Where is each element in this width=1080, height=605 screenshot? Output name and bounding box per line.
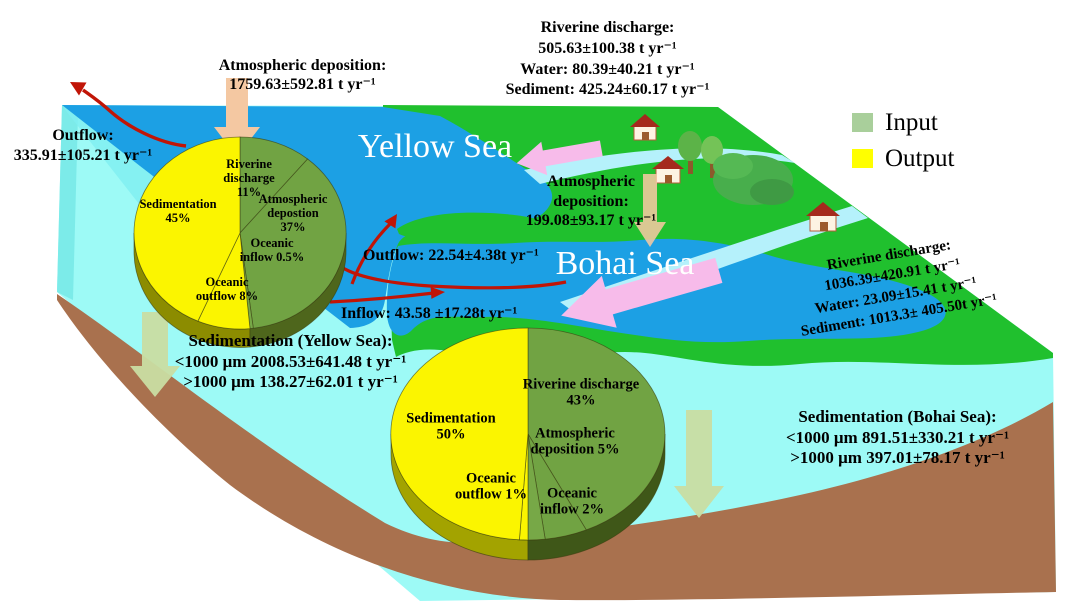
legend-output-row: Output xyxy=(852,146,954,171)
label-line: Atmospheric deposition: xyxy=(218,57,387,74)
label-line: discharge xyxy=(223,170,275,185)
atm-deposition-bohai-label: Atmospheric deposition: 199.08±93.17 t y… xyxy=(505,172,677,231)
outflow-arrow-yellow-sea xyxy=(70,82,187,148)
legend-input-row: Input xyxy=(852,110,954,135)
label-line: 199.08±93.17 t yr⁻¹ xyxy=(525,212,657,230)
legend-output-label: Output xyxy=(885,145,955,172)
label-line: 45% xyxy=(165,211,191,225)
label-line: inflow 2% xyxy=(539,502,605,518)
label-line: Oceanic xyxy=(547,485,597,502)
sedimentation-bohai-label: Sedimentation (Bohai Sea): <1000 μm 891.… xyxy=(745,407,1050,469)
label-line: Atmospheric xyxy=(535,425,615,442)
sedimentation-arrow-yellow-sea xyxy=(130,312,180,397)
label-line: depostion xyxy=(267,205,319,220)
label-line: Sedimentation (Yellow Sea): xyxy=(188,331,393,350)
label-line: Riverine discharge: xyxy=(540,19,675,36)
pie-bh-atmospheric-label: Atmospheric deposition 5% xyxy=(530,426,619,459)
pie-ys-atmospheric-label: Atmospheric depostion 37% xyxy=(259,192,328,234)
label-line: <1000 μm 891.51±330.21 t yr⁻¹ xyxy=(785,427,1010,447)
house-icon xyxy=(806,202,840,232)
pie-ys-slice-sedimentation xyxy=(133,136,241,322)
pie-bh-riverine-label: Riverine discharge 43% xyxy=(523,377,639,410)
sedimentation-yellow-sea-label: Sedimentation (Yellow Sea): <1000 μm 200… xyxy=(163,331,418,393)
label-line: Oceanic xyxy=(205,274,249,289)
atm-deposition-arrow-bohai xyxy=(634,174,666,247)
legend-input-label: Input xyxy=(885,109,938,136)
inflow-arrow-bohai xyxy=(329,286,445,304)
sedimentation-arrow-bohai xyxy=(674,410,724,518)
label-line: 43% xyxy=(566,393,596,409)
house-icon xyxy=(652,156,684,184)
label-line: 1759.63±592.81 t yr⁻¹ xyxy=(229,75,376,93)
riverine-discharge-yellow-sea-label: Riverine discharge: 505.63±100.38 t yr⁻¹… xyxy=(450,18,765,101)
tree-icon xyxy=(678,131,723,178)
riverine-arrow-bohai xyxy=(561,257,723,328)
house-icon xyxy=(630,114,660,141)
label-line: Atmospheric xyxy=(258,191,328,206)
peninsula-land xyxy=(397,212,547,241)
seafloor-sediment xyxy=(57,294,1056,601)
label-line: Outflow: xyxy=(52,127,114,144)
label-line: <1000 μm 2008.53±641.48 t yr⁻¹ xyxy=(174,351,407,371)
pie-bh-oceanic-outflow-label: Oceanic outflow 1% xyxy=(455,471,527,504)
pie-ys-oceanic-inflow-label: Oceanic inflow 0.5% xyxy=(240,236,305,264)
pie-ys-sedimentation-label: Sedimentation 45% xyxy=(139,197,216,225)
label-line: Oceanic xyxy=(466,470,516,487)
label-line: Sedimentation xyxy=(139,196,217,211)
riverine-arrow-yellow-sea xyxy=(516,140,603,176)
label-line: Oceanic xyxy=(250,235,294,250)
label-line: deposition: xyxy=(553,192,629,210)
label-line: deposition 5% xyxy=(530,442,620,458)
outflow-bohai-label: Outflow: 22.54±4.38t yr⁻¹ xyxy=(363,247,539,264)
pie-ys-slice-riverine xyxy=(239,136,309,235)
pie-ys-oceanic-outflow-label: Oceanic outflow 8% xyxy=(196,275,258,303)
pie-bh-oceanic-inflow-label: Oceanic inflow 2% xyxy=(540,486,604,519)
label-line: outflow 1% xyxy=(454,487,528,503)
pie-ys-slice-atmospheric xyxy=(239,158,347,329)
label-line: Riverine xyxy=(226,156,272,171)
yellow-sea-name: Yellow Sea xyxy=(357,128,513,165)
inflow-bohai-label: Inflow: 43.58 ±17.28t yr⁻¹ xyxy=(341,305,518,322)
pie-bh-slice-sedimentation xyxy=(390,327,529,541)
label-line: >1000 μm 397.01±78.17 t yr⁻¹ xyxy=(790,448,1005,468)
label-line: 37% xyxy=(280,220,306,235)
label-line: Atmospheric xyxy=(547,173,635,190)
label-line: 50% xyxy=(436,427,466,443)
pie-ys-riverine-label: Riverine discharge 11% xyxy=(223,157,274,199)
pie-bh-sedimentation-label: Sedimentation 50% xyxy=(406,411,495,444)
outflow-arrow-bohai-up xyxy=(350,214,397,285)
legend: Input Output xyxy=(852,110,954,182)
forest-icon xyxy=(713,153,794,205)
label-line: 335.91±105.21 t yr⁻¹ xyxy=(13,146,153,164)
label-line: inflow 0.5% xyxy=(239,250,305,264)
label-line: >1000 μm 138.27±62.01 t yr⁻¹ xyxy=(183,372,398,392)
label-line: Sedimentation (Bohai Sea): xyxy=(798,407,997,426)
output-swatch-icon xyxy=(852,149,873,168)
label-line: Sedimentation xyxy=(406,410,496,427)
outflow-yellow-sea-label: Outflow: 335.91±105.21 t yr⁻¹ xyxy=(0,126,168,165)
pie-bh-slice-riverine xyxy=(527,327,666,531)
input-swatch-icon xyxy=(852,113,873,132)
label-line: Water: 80.39±40.21 t yr⁻¹ xyxy=(520,60,695,78)
label-line: 11% xyxy=(236,185,262,200)
atm-deposition-yellow-sea-label: Atmospheric deposition: 1759.63±592.81 t… xyxy=(205,57,400,95)
pie-chart-bohai xyxy=(390,327,666,561)
label-line: Riverine discharge xyxy=(522,376,640,393)
pie-chart-yellow-sea xyxy=(133,136,347,348)
block-left-edge xyxy=(57,105,78,300)
label-line: 505.63±100.38 t yr⁻¹ xyxy=(538,39,677,57)
bohai-sea-name: Bohai Sea xyxy=(555,245,695,282)
label-line: outflow 8% xyxy=(195,289,259,303)
label-line: Sediment: 425.24±60.17 t yr⁻¹ xyxy=(505,81,710,99)
